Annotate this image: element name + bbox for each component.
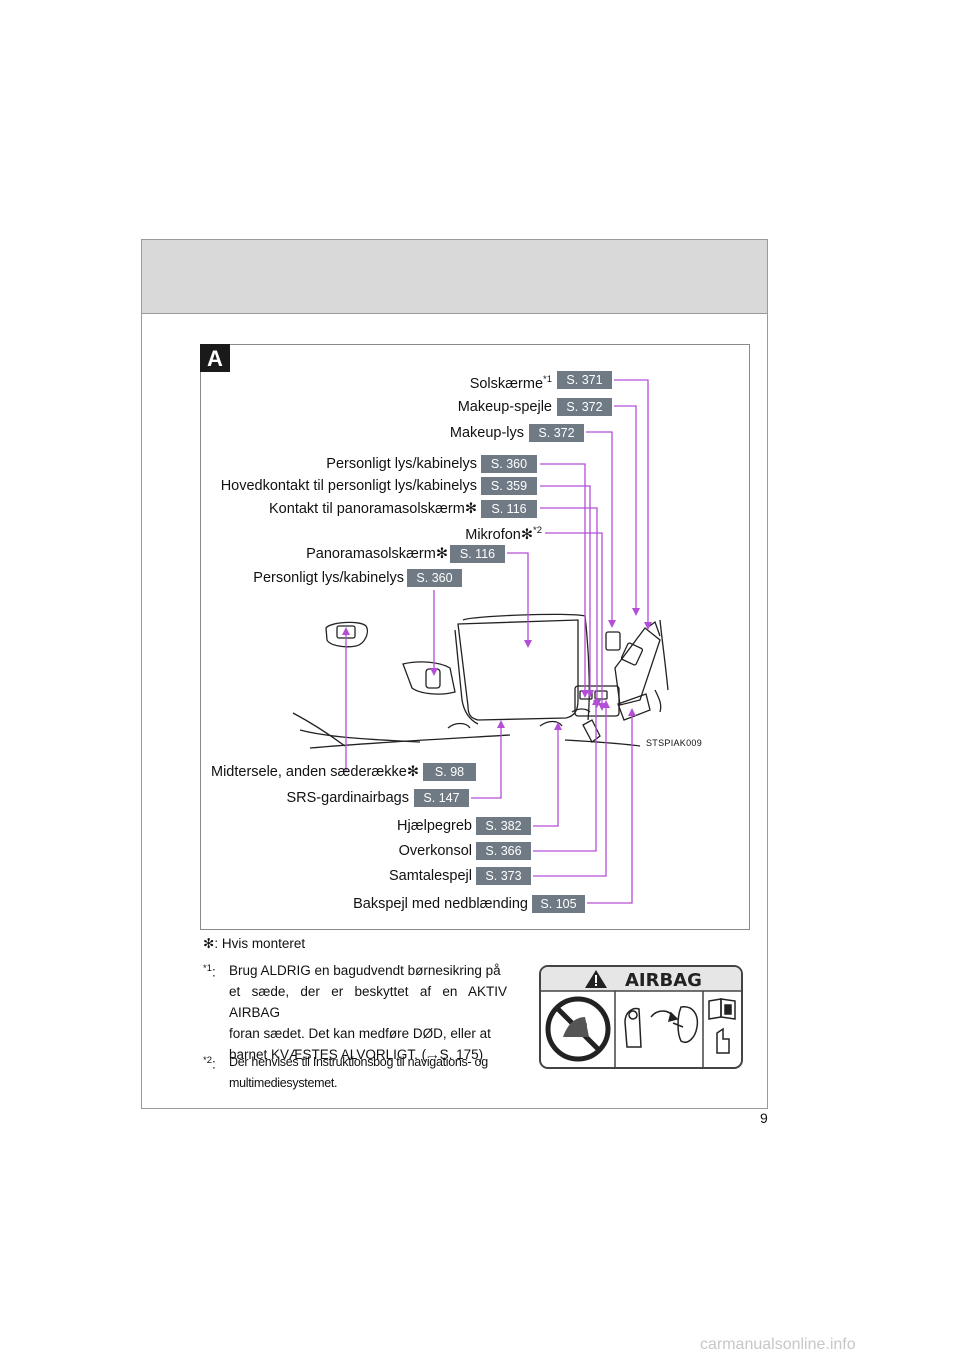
no-rear-facing-seat-icon	[545, 996, 611, 1062]
footnote-line: multimediesystemet.	[229, 1076, 338, 1090]
watermark-text: carmanualsonline.info	[700, 1336, 856, 1353]
footnote-1-text: Brug ALDRIG en bagudvendt børnesikring p…	[229, 960, 507, 1065]
footnote-2-text: Der henvises til Instruktionsbog til nav…	[229, 1052, 519, 1094]
page-number: 9	[760, 1110, 768, 1126]
callout-label-microphone: Mikrofon✻*2	[465, 525, 542, 543]
footnote-1-mark: *1:	[203, 963, 216, 980]
footnote-optional: ✻: Hvis monteret	[203, 936, 306, 951]
airbag-label-artwork: AIRBAG	[541, 967, 741, 1067]
airbag-deploy-icon	[624, 1006, 699, 1048]
callout-arrowheads	[342, 608, 652, 730]
header-band	[142, 240, 767, 314]
owner-manual-icon	[708, 998, 736, 1054]
callout-label-sunshade-switch: Kontakt til panoramasolskærm✻	[269, 501, 477, 517]
airbag-warning-label: AIRBAG	[539, 965, 743, 1069]
footnote-line: et sæde, der er beskyttet af en AKTIV AI…	[229, 984, 507, 1020]
section-tab: A	[200, 344, 230, 372]
page-ref-badge: S. 372	[529, 424, 584, 442]
callout-label-vanity-lights: Makeup-lys	[449, 425, 524, 441]
callout-label-main-light-switch: Hovedkontakt til personligt lys/kabinely…	[220, 478, 477, 494]
page-ref-badge: S. 360	[481, 455, 537, 473]
callout-label-rearview-mirror: Bakspejl med nedblænding	[353, 896, 528, 912]
callout-label-panoramic-sunshade: Panoramasolskærm✻	[306, 546, 448, 562]
callout-label-personal-light: Personligt lys/kabinelys	[326, 456, 477, 472]
callout-leader-lines	[345, 379, 649, 904]
callout-label-center-seatbelt: Midtersele, anden sæderække✻	[210, 764, 419, 780]
page-ref-badge: S. 371	[557, 371, 612, 389]
page-ref-badge: S. 116	[450, 545, 505, 563]
page-ref-badge: S. 366	[476, 842, 531, 860]
footnote-line: Der henvises til Instruktionsbog til nav…	[229, 1055, 488, 1069]
image-code: STSPIAK009	[646, 738, 703, 748]
page-ref-badge: S. 382	[476, 817, 531, 835]
footnote-line: Brug ALDRIG en bagudvendt børnesikring p…	[229, 963, 501, 978]
callout-label-conversation-mirror: Samtalespejl	[388, 868, 472, 884]
footnote-2-mark: *2:	[203, 1055, 216, 1072]
page-ref-badge: S. 372	[557, 398, 612, 416]
callout-label-vanity-mirrors: Makeup-spejle	[457, 399, 552, 415]
callout-label-curtain-airbags: SRS-gardinairbags	[286, 790, 409, 806]
page-ref-badge: S. 147	[414, 789, 469, 807]
callout-label-grab-handle: Hjælpegreb	[397, 818, 472, 834]
callout-label-overhead-console: Overkonsol	[398, 843, 472, 859]
warning-triangle-icon	[585, 970, 607, 988]
airbag-title: AIRBAG	[625, 970, 702, 991]
page-frame	[141, 239, 768, 1109]
page-ref-badge: S. 105	[532, 895, 585, 913]
page-ref-badge: S. 98	[423, 763, 476, 781]
page-ref-badge: S. 360	[407, 569, 462, 587]
footnote-line: foran sædet. Det kan medføre DØD, eller …	[229, 1026, 491, 1041]
callout-label-personal-light-rear: Personligt lys/kabinelys	[253, 570, 404, 586]
footnote-line: barnet KVÆSTES ALVORLIGT. (→S. 175)	[229, 1047, 484, 1062]
car-interior-drawing	[292, 613, 669, 749]
page-ref-badge: S. 116	[481, 500, 537, 518]
page-ref-badge: S. 373	[476, 867, 531, 885]
page-ref-badge: S. 359	[481, 477, 537, 495]
callout-label-sun-visors: Solskærme*1	[469, 374, 552, 392]
diagram-box	[200, 344, 750, 930]
